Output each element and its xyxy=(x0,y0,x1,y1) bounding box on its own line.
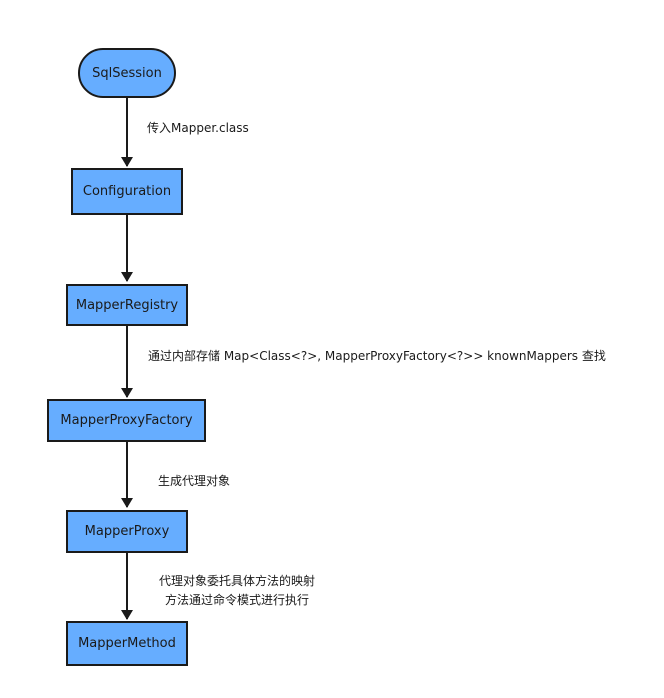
node-configuration: Configuration xyxy=(71,168,183,215)
edge-label-proxy-delegation-line2: 方法通过命令模式进行执行 xyxy=(164,593,309,607)
node-mapper-proxy-label: MapperProxy xyxy=(84,524,170,539)
node-mapper-registry: MapperRegistry xyxy=(66,284,188,326)
node-mapper-registry-label: MapperRegistry xyxy=(75,297,179,313)
node-mapper-proxy-factory: MapperProxyFactory xyxy=(47,399,206,442)
edge-label-pass-mapper-class: 传入Mapper.class xyxy=(147,121,249,135)
edge-label-generate-proxy: 生成代理对象 xyxy=(158,474,231,488)
edge-label-proxy-delegation: 代理对象委托具体方法的映射 方法通过命令模式进行执行 xyxy=(148,572,326,610)
node-sqlsession-label: SqlSession xyxy=(92,65,162,81)
node-mapper-proxy-factory-label: MapperProxyFactory xyxy=(60,413,193,428)
edge-label-proxy-delegation-line1: 代理对象委托具体方法的映射 xyxy=(158,574,315,588)
node-mapper-method-label: MapperMethod xyxy=(78,636,176,651)
edge-label-known-mappers-lookup: 通过内部存储 Map<Class<?>, MapperProxyFactory<… xyxy=(148,349,606,363)
node-mapper-method: MapperMethod xyxy=(66,621,188,666)
node-mapper-proxy: MapperProxy xyxy=(66,510,188,553)
node-sqlsession: SqlSession xyxy=(78,48,176,98)
node-configuration-label: Configuration xyxy=(82,184,172,199)
